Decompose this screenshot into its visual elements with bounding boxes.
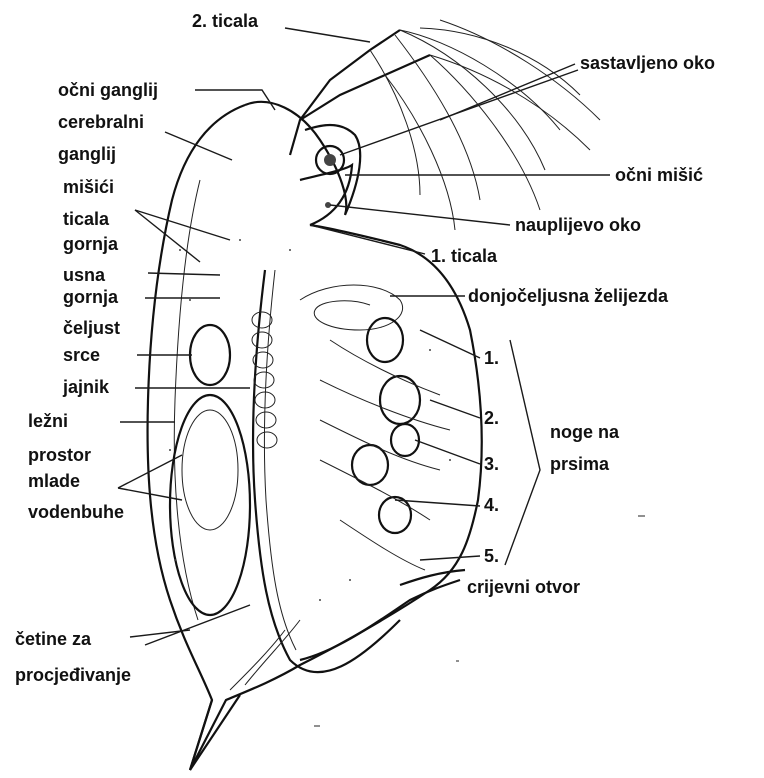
label-compound-eye: sastavljeno oko [580, 53, 715, 73]
maxillary-gland-shape [300, 285, 403, 330]
leader-lines [118, 28, 610, 645]
label-nauplius-eye: nauplijevo oko [515, 215, 641, 235]
labels: 2. ticala sastavljeno oko očni ganglij c… [15, 11, 715, 685]
label-cerebral-ganglion-2: ganglij [58, 144, 116, 164]
label-antenna2: 2. ticala [192, 11, 259, 31]
antenna2-setae [370, 20, 600, 230]
label-cerebral-ganglion-1: cerebralni [58, 112, 144, 132]
label-antennae-upper-2: gornja [63, 234, 119, 254]
label-brood-2: prostor [28, 445, 91, 465]
label-antennae-upper-1: ticala [63, 209, 110, 229]
label-antenna1: 1. ticala [431, 246, 498, 266]
heart-shape [190, 325, 230, 385]
label-leg5: 5. [484, 546, 499, 566]
label-eye-muscle: očni mišić [615, 165, 703, 185]
label-heart: srce [63, 345, 100, 365]
label-jaw: čeljust [63, 318, 120, 338]
postabdomen [300, 580, 460, 660]
gut-inner [264, 270, 296, 650]
label-maxillary-gland: donjočeljusna želijezda [468, 286, 669, 306]
label-leg2: 2. [484, 408, 499, 428]
label-young-1: mlade [28, 471, 80, 491]
young-embryo [182, 410, 238, 530]
tail-spine [190, 695, 240, 770]
label-legs-title-1: noge na [550, 422, 620, 442]
daphnia-illustration [148, 20, 600, 770]
label-leg1: 1. [484, 348, 499, 368]
label-lip-2: gornja [63, 287, 119, 307]
label-muscles: mišići [63, 177, 114, 197]
label-leg4: 4. [484, 495, 499, 515]
gut [253, 270, 400, 672]
label-young-2: vodenbuhe [28, 502, 124, 522]
brood-chamber [170, 395, 250, 615]
stipple [169, 239, 451, 601]
label-brood-1: ležni [28, 411, 68, 431]
label-legs-title-2: prsima [550, 454, 610, 474]
label-ovary: jajnik [62, 377, 110, 397]
label-lip-1: usna [63, 265, 106, 285]
filter-bristles [230, 620, 300, 690]
label-bristles-2: procjeđivanje [15, 665, 131, 685]
label-bristles-1: četine za [15, 629, 92, 649]
antenna2-branch [300, 55, 430, 120]
label-leg3: 3. [484, 454, 499, 474]
label-optic-ganglion: očni ganglij [58, 80, 158, 100]
compound-eye-center [324, 154, 336, 166]
carapace-outline [148, 105, 482, 770]
label-anus: crijevni otvor [467, 577, 580, 597]
